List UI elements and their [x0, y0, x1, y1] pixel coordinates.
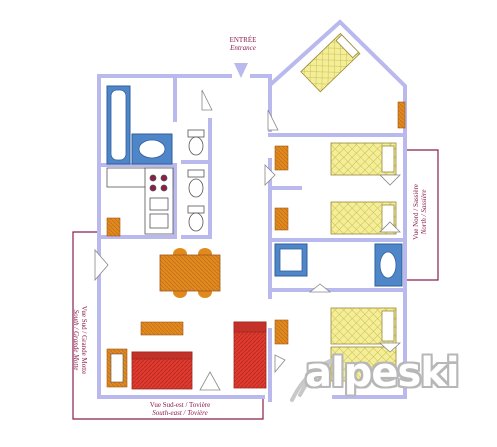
tv-cabinet	[106, 348, 128, 388]
entrance-arrow	[234, 63, 248, 78]
shower-bathroom	[274, 243, 403, 287]
balcony-outlines	[72, 149, 439, 420]
entrance-label-fr: ENTRÉE	[229, 36, 257, 44]
alpeski-logo: alpeski	[305, 350, 460, 396]
logo-swoosh	[290, 356, 342, 402]
walls	[97, 19, 407, 402]
south-view-label-fr: Vue Sud / Grande Motte	[80, 305, 88, 375]
bathroom-fixtures	[106, 85, 173, 165]
kitchen	[106, 167, 174, 235]
southeast-view-label-fr: Vue Sud-est / Tovière	[149, 401, 211, 409]
toilet-fixtures	[187, 129, 205, 232]
southeast-view-label: Vue Sud-est / Tovière South-east / Toviè…	[120, 401, 240, 417]
south-view-label-en: South / Grande Motte	[72, 309, 80, 371]
beds	[300, 32, 397, 382]
entrance-label: ENTRÉE Entrance	[213, 36, 273, 52]
north-view-label-fr: Vue Nord / Sassière	[412, 184, 420, 240]
sofas	[131, 321, 267, 390]
north-view-label-en: North / Sassière	[420, 189, 428, 235]
cabinets	[106, 101, 406, 345]
entrance-label-en: Entrance	[230, 44, 256, 52]
doors	[94, 89, 402, 391]
coffee-table	[140, 321, 184, 336]
dining-table	[159, 248, 221, 298]
southeast-view-label-en: South-east / Tovière	[152, 409, 208, 417]
